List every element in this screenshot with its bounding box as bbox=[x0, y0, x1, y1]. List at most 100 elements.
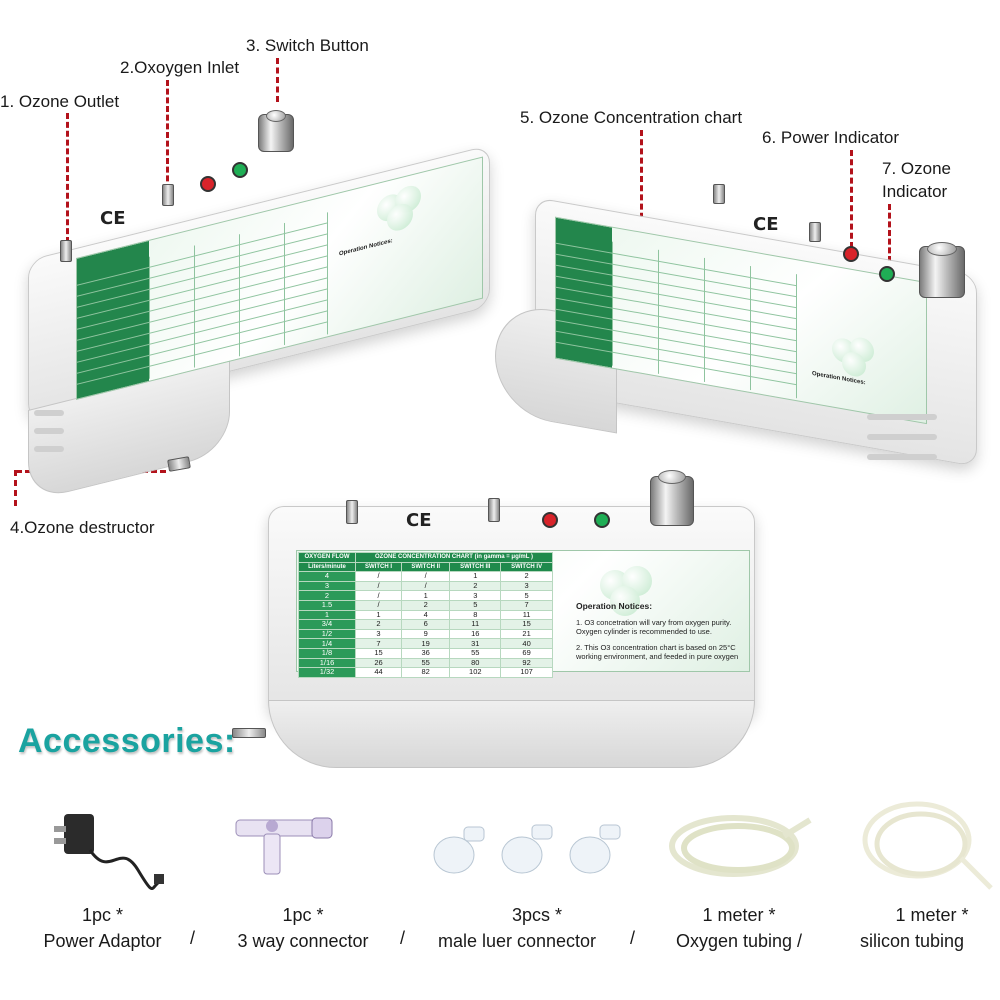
chart-header-switch-2: SWITCH II bbox=[400, 561, 451, 573]
ozone-generator-left: Operation Notices: CE bbox=[28, 110, 518, 510]
silicon-tubing-image bbox=[862, 801, 993, 890]
chart-value-cell: 3 bbox=[449, 590, 502, 601]
oxygen-inlet-port bbox=[162, 184, 174, 206]
switch-knob-front bbox=[650, 476, 694, 526]
chart-value-cell: 31 bbox=[449, 638, 502, 649]
chart-value-cell: 15 bbox=[500, 619, 553, 630]
accessory-silicon-tubing: 1 meter * silicon tubing bbox=[842, 902, 982, 954]
device-front-surface-front bbox=[268, 700, 755, 768]
chart-header-switch-3: SWITCH III bbox=[449, 561, 502, 573]
power-adaptor-image bbox=[54, 814, 164, 890]
device-panel: Operation Notices: bbox=[76, 156, 483, 401]
chart-flow-cell: 2 bbox=[298, 590, 356, 601]
chart-value-cell: 11 bbox=[449, 619, 502, 630]
callout-power-indicator: 6. Power Indicator bbox=[762, 128, 900, 147]
leader-switch-button bbox=[276, 58, 279, 102]
chart-value-cell: 7 bbox=[355, 638, 402, 649]
male-luer-connectors-image bbox=[433, 824, 621, 874]
chart-value-cell: 19 bbox=[400, 638, 451, 649]
chart-value-cell: 2 bbox=[500, 571, 553, 582]
power-led-left bbox=[200, 176, 216, 192]
accessories-title: Accessories: bbox=[18, 722, 236, 760]
chart-flow-cell: 1.5 bbox=[298, 599, 356, 611]
chart-flow-cell: 1 bbox=[298, 609, 356, 621]
chart-flow-cell: 4 bbox=[298, 571, 356, 582]
ozone-led-left bbox=[232, 162, 248, 178]
accessory-oxygen-tubing: 1 meter * Oxygen tubing / bbox=[656, 902, 822, 954]
chart-value-cell: 26 bbox=[355, 657, 402, 669]
notice-1: 1. O3 concetration will vary from oxygen… bbox=[576, 617, 732, 637]
ozone-destructor-port-front bbox=[232, 728, 266, 738]
separator-1: / bbox=[190, 928, 196, 948]
ozone-outlet-port-right bbox=[713, 184, 725, 204]
chart-flow-cell: 1/2 bbox=[298, 628, 356, 640]
callout-ozone-outlet: 1. Ozone Outlet bbox=[0, 92, 120, 111]
chart-header-switch-1: SWITCH I bbox=[355, 561, 402, 573]
callout-ozone-indicator-line1: 7. Ozone bbox=[882, 159, 951, 178]
accessory-silicon-tubing-name: silicon tubing bbox=[859, 931, 965, 951]
chart-value-cell: 102 bbox=[449, 667, 502, 678]
ozone-generator-front: CE OXYGEN FLOW OZONE CONCENTRATION CHART… bbox=[232, 470, 765, 770]
chart-value-cell: 92 bbox=[500, 657, 553, 669]
ozone-led-right bbox=[879, 266, 895, 282]
callout-ozone-indicator: 7. Ozone Indicator bbox=[882, 157, 951, 203]
chart-value-cell: 36 bbox=[400, 647, 451, 659]
chart-flow-cell: 1/32 bbox=[298, 667, 356, 678]
oxygen-inlet-port-right bbox=[809, 222, 821, 242]
accessory-silicon-tubing-qty: 1 meter * bbox=[895, 905, 969, 925]
chart-value-cell: 80 bbox=[449, 657, 502, 669]
separator-3: / bbox=[630, 928, 636, 948]
chart-value-cell: / bbox=[355, 599, 402, 611]
three-way-connector-image bbox=[235, 817, 333, 875]
accessory-three-way-connector: 1pc * 3 way connector bbox=[218, 902, 388, 954]
chart-value-cell: / bbox=[355, 590, 402, 601]
chart-value-cell: 55 bbox=[449, 647, 502, 659]
power-led-front bbox=[542, 512, 558, 528]
chart-value-cell: 9 bbox=[400, 628, 451, 640]
ce-mark-left: CE bbox=[100, 208, 126, 229]
chart-value-cell: 3 bbox=[500, 580, 553, 592]
chart-value-cell: / bbox=[400, 571, 451, 582]
chart-value-cell: / bbox=[400, 580, 451, 592]
chart-value-cell: 107 bbox=[500, 667, 553, 678]
chart-value-cell: 3 bbox=[355, 628, 402, 640]
chart-value-cell: 4 bbox=[400, 609, 451, 621]
chart-header-switch-4: SWITCH IV bbox=[500, 561, 553, 573]
chart-value-cell: 8 bbox=[449, 609, 502, 621]
chart-flow-cell: 1/16 bbox=[298, 657, 356, 669]
accessory-male-luer-connector-qty: 3pcs * bbox=[511, 905, 563, 925]
chart-value-cell: 5 bbox=[449, 599, 502, 611]
chart-value-cell: 69 bbox=[500, 647, 553, 659]
leader-oxygen-inlet bbox=[166, 80, 169, 190]
accessory-oxygen-tubing-qty: 1 meter * bbox=[702, 905, 776, 925]
chart-value-cell: 1 bbox=[355, 609, 402, 621]
chart-value-cell: 21 bbox=[500, 628, 553, 640]
chart-value-cell: 11 bbox=[500, 609, 553, 621]
callout-ozone-indicator-line2: Indicator bbox=[882, 182, 948, 201]
ce-mark-right: CE bbox=[753, 214, 779, 235]
chart-value-cell: 5 bbox=[500, 590, 553, 601]
accessory-power-adaptor: 1pc * Power Adaptor bbox=[25, 902, 180, 954]
chart-value-cell: 40 bbox=[500, 638, 553, 649]
callout-ozone-destructor: 4.Ozone destructor bbox=[10, 518, 155, 537]
separator-2: / bbox=[400, 928, 406, 948]
leader-power-indicator bbox=[850, 150, 853, 248]
accessory-power-adaptor-name: Power Adaptor bbox=[43, 931, 162, 951]
ce-mark-front: CE bbox=[406, 510, 432, 531]
notice-2: 2. This O3 concentration chart is based … bbox=[576, 642, 739, 662]
ozone-led-front bbox=[594, 512, 610, 528]
chart-value-cell: / bbox=[355, 571, 402, 582]
chart-value-cell: 16 bbox=[449, 628, 502, 640]
leader-ozone-indicator bbox=[888, 204, 891, 262]
chart-value-cell: 82 bbox=[400, 667, 451, 678]
chart-flow-cell: 1/8 bbox=[298, 647, 356, 659]
chart-value-cell: 15 bbox=[355, 647, 402, 659]
chart-value-cell: 44 bbox=[355, 667, 402, 678]
